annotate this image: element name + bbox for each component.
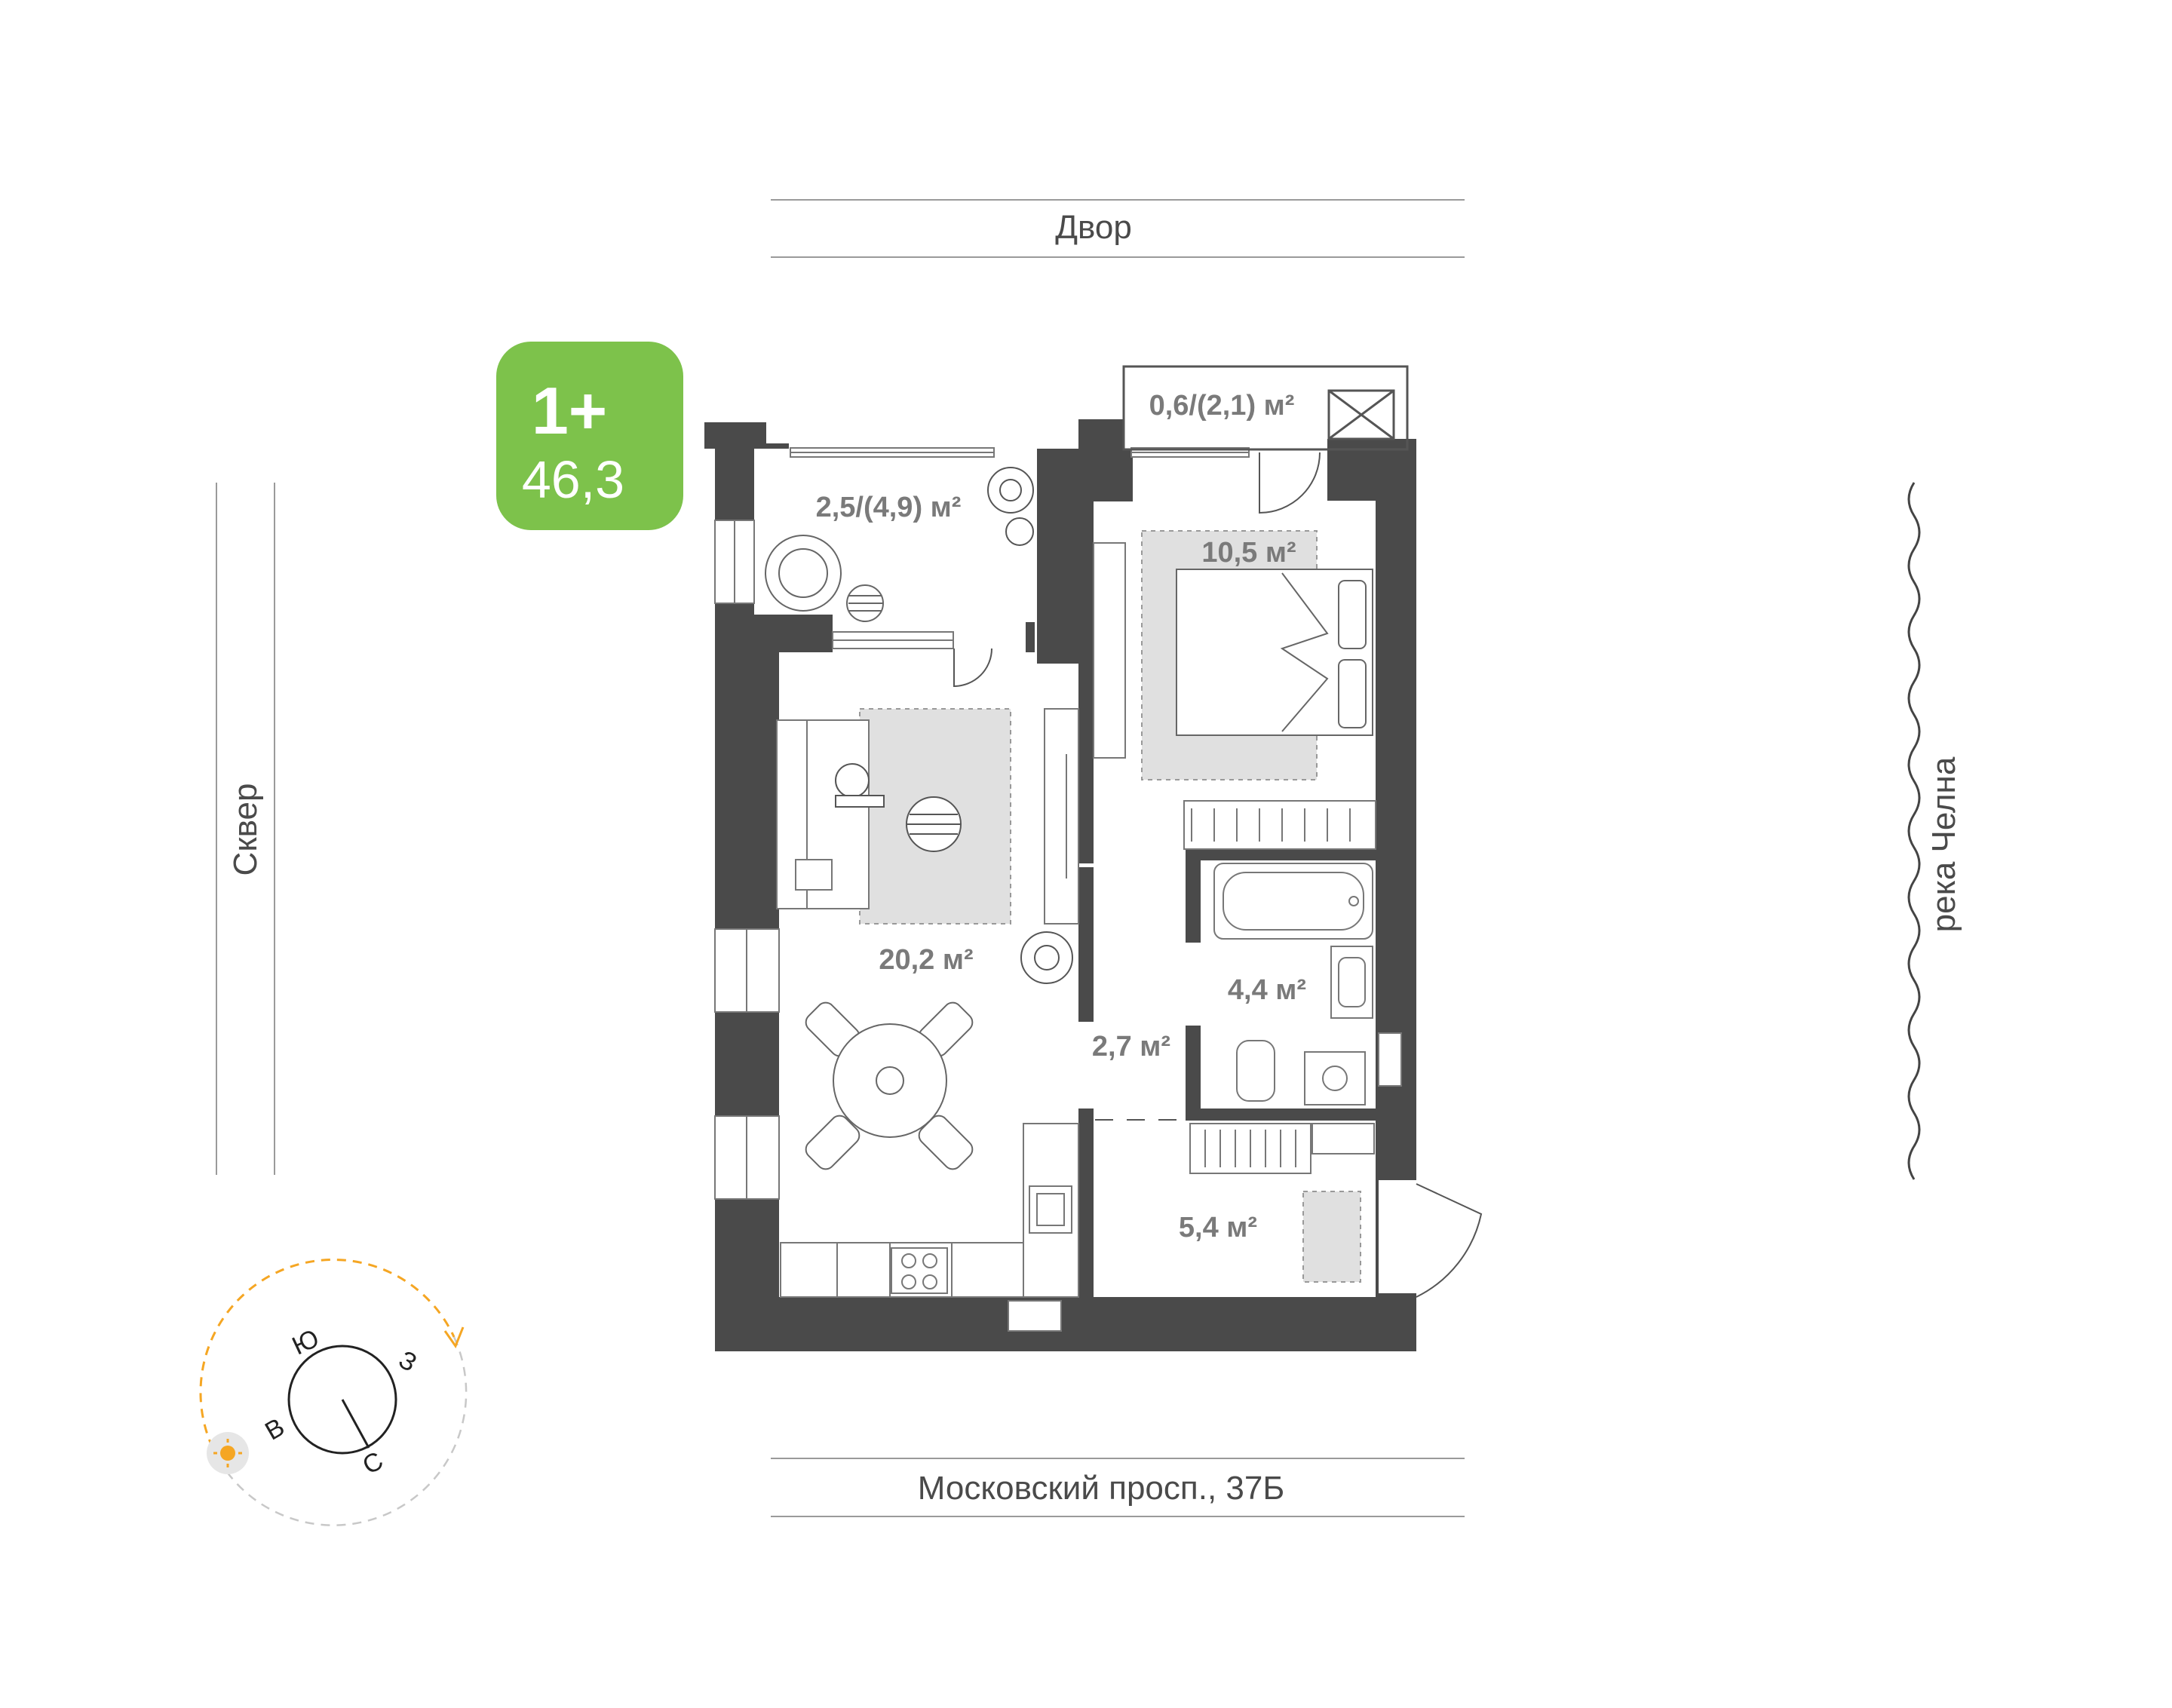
compass-east: В <box>260 1412 290 1446</box>
wardrobe-bedroom <box>1093 542 1376 850</box>
label-hall: 5,4 м² <box>1179 1212 1257 1243</box>
dining-table <box>805 1001 974 1170</box>
label-bedroom: 10,5 м² <box>1201 537 1296 569</box>
loggia-furniture <box>765 535 884 622</box>
night-path-arc <box>211 1336 468 1526</box>
compass-west: З <box>394 1345 422 1378</box>
arrow-icon <box>443 1326 465 1349</box>
sun-rays <box>213 1439 242 1467</box>
balcony <box>1122 365 1409 451</box>
street-lines <box>216 199 1465 1517</box>
badge-background <box>496 342 683 530</box>
compass: Ю З В С <box>199 1259 468 1526</box>
sun-path-arc <box>199 1259 456 1449</box>
label-bathroom: 4,4 м² <box>1228 974 1306 1006</box>
compass-north: С <box>357 1446 388 1480</box>
street-left-label: Сквер <box>227 783 264 876</box>
coffee-table <box>906 796 962 852</box>
sofa <box>776 719 870 909</box>
label-living: 20,2 м² <box>879 944 973 976</box>
label-balcony: 0,6/(2,1) м² <box>1149 390 1295 422</box>
badge-rooms: 1+ <box>532 373 607 448</box>
apartment-badge: 1+ 46,3 <box>496 342 683 530</box>
hall-furniture <box>1189 1123 1375 1174</box>
tv-cabinet <box>1044 708 1079 925</box>
river-wave <box>1907 482 1921 1180</box>
window-lines <box>734 452 1249 1199</box>
badge-area: 46,3 <box>522 450 624 509</box>
sun-icon <box>220 1446 235 1461</box>
doors <box>953 452 1483 1298</box>
label-loggia: 2,5/(4,9) м² <box>816 492 962 523</box>
street-bottom-label: Московский просп., 37Б <box>918 1470 1284 1507</box>
hall-rug <box>1302 1191 1361 1283</box>
bed <box>1176 569 1373 736</box>
street-top-label: Двор <box>1055 209 1132 246</box>
bathroom-fixtures <box>1213 863 1373 1105</box>
person-figure <box>835 763 885 808</box>
compass-needle <box>341 1399 370 1449</box>
label-corridor: 2,7 м² <box>1092 1031 1170 1063</box>
kitchen-counter <box>780 1123 1079 1298</box>
plant-icon <box>987 467 1073 984</box>
street-right-label: река Челна <box>1925 756 1962 932</box>
